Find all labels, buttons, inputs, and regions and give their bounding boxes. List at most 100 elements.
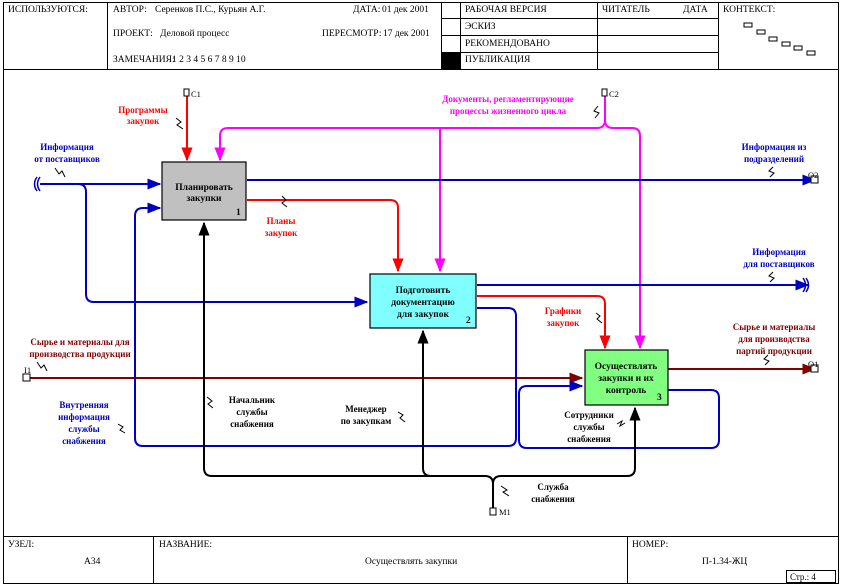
label-info-for-suppliers-1: Информация — [752, 247, 806, 257]
node-value: А34 — [84, 557, 101, 567]
label-head-of-service-3: снабжения — [230, 419, 274, 429]
arrow-regulating-docs-b3 — [604, 119, 646, 350]
diagram-title: Осуществлять закупки — [365, 557, 458, 567]
block-2[interactable]: Подготовить документацию для закупок 2 — [369, 273, 477, 329]
header-divider — [441, 18, 718, 19]
block-1-title-line1: Планировать — [175, 183, 233, 193]
project-value: Деловой процесс — [160, 29, 230, 39]
block-3-title-line2: закупки и их — [598, 374, 654, 384]
notes-value: 1 2 3 4 5 6 7 8 9 10 — [172, 55, 246, 65]
revision-value: 17 дек 2001 — [383, 29, 430, 39]
tunnel-i1 — [22, 373, 31, 382]
arrow-supplier-info-to-b2 — [77, 183, 369, 308]
tunnel-o1 — [810, 364, 819, 373]
publication-marker — [442, 53, 460, 70]
label-head-of-service-2: службы — [236, 407, 267, 417]
revision-label: ПЕРЕСМОТР: — [322, 29, 382, 39]
block-1-number: 1 — [236, 208, 241, 218]
status-draft: ЭСКИЗ — [465, 22, 496, 32]
tunnel-c1 — [183, 88, 190, 97]
label-supply-service-2: снабжения — [531, 494, 575, 504]
arrow-purchase-schedules — [477, 295, 611, 350]
number-label: НОМЕР: — [632, 540, 669, 550]
header-divider — [597, 2, 598, 70]
number-value: П-1.34-ЖЦ — [702, 557, 748, 567]
block-3-title-line1: Осуществлять — [595, 362, 658, 372]
author-label: АВТОР: — [113, 5, 147, 15]
label-supplier-info-2: от поставщиков — [34, 154, 100, 164]
label-supply-service-1: Служба — [537, 482, 569, 492]
header-divider — [107, 2, 108, 70]
title-label: НАЗВАНИЕ: — [159, 540, 213, 550]
header-divider — [460, 2, 461, 70]
label-raw-materials-out-1: Сырье и материалы — [733, 322, 816, 332]
header-divider — [718, 2, 719, 70]
reader-date-label: ДАТА — [683, 5, 708, 15]
block-3-title-line3: контроль — [606, 386, 647, 396]
header-divider — [441, 52, 718, 53]
node-label: УЗЕЛ: — [8, 540, 35, 550]
label-purchase-manager-2: по закупкам — [341, 416, 391, 426]
block-3[interactable]: Осуществлять закупки и их контроль 3 — [584, 349, 669, 406]
date-label: ДАТА: — [353, 5, 381, 15]
tunnel-label-c1: C1 — [191, 89, 201, 99]
label-purchase-plans-1: Планы — [267, 216, 296, 226]
tunnel-label-o1: O1 — [808, 359, 818, 369]
label-head-of-service-1: Начальник — [229, 395, 276, 405]
label-purchase-programs-1: Программы — [118, 105, 167, 115]
tunnel-c2 — [601, 88, 608, 97]
label-internal-info-1: Внутренняя — [59, 400, 108, 410]
label-info-for-suppliers-2: для поставщиков — [743, 259, 814, 269]
header-area — [3, 2, 839, 70]
tunnel-label-c2: C2 — [609, 89, 619, 99]
label-purchase-schedules-1: Графики — [545, 306, 581, 316]
block-2-title-line2: документацию — [391, 298, 454, 308]
status-working: РАБОЧАЯ ВЕРСИЯ — [465, 5, 547, 15]
notes-label: ЗАМЕЧАНИЯ: — [113, 55, 175, 65]
date-value: 01 дек 2001 — [382, 5, 429, 15]
tunnel-label-i1: I1 — [24, 365, 31, 375]
arrow-internal-info-b3 — [518, 380, 720, 449]
context-thumbnail — [743, 22, 816, 56]
status-publication: ПУБЛИКАЦИЯ — [465, 55, 531, 65]
reader-label: ЧИТАТЕЛЬ — [602, 5, 650, 15]
label-supplier-info-1: Информация — [40, 142, 94, 152]
used-at-label: ИСПОЛЬЗУЮТСЯ: — [8, 5, 88, 15]
label-staff-2: службы — [573, 422, 604, 432]
diagram-frame — [3, 2, 839, 584]
label-staff-1: Сотрудники — [564, 410, 614, 420]
author-value: Серенков П.С., Курьян А.Г. — [155, 5, 266, 15]
label-raw-materials-in-1: Сырье и материалы для — [30, 337, 129, 347]
block-3-number: 3 — [657, 393, 662, 403]
tunnel-m1 — [489, 507, 497, 516]
tunnel-label-o2: O2 — [808, 170, 818, 180]
arrow-internal-info-b2 — [134, 202, 517, 447]
footer-divider — [153, 536, 154, 584]
footer-divider — [3, 536, 839, 537]
header-divider — [441, 2, 442, 70]
context-label: КОНТЕКСТ: — [723, 5, 776, 15]
tunnel-o2 — [810, 175, 819, 184]
label-staff-3: снабжения — [567, 434, 611, 444]
arrow-purchase-manager — [417, 329, 432, 477]
label-internal-info-4: снабжения — [62, 436, 106, 446]
arrow-purchase-plans — [247, 199, 404, 273]
label-regulating-docs-1: Документы, регламентирующие — [442, 94, 574, 104]
label-raw-materials-out-2: для производства — [738, 334, 810, 344]
label-info-from-departments-2: подразделений — [744, 154, 804, 164]
label-purchase-schedules-2: закупок — [547, 318, 580, 328]
page-number: Стр.: 4 — [786, 570, 836, 583]
block-1[interactable]: Планировать закупки 1 — [161, 161, 247, 221]
block-2-title-line1: Подготовить — [396, 286, 451, 296]
label-purchase-plans-2: закупок — [265, 228, 298, 238]
footer-divider — [627, 536, 628, 584]
block-2-number: 2 — [466, 316, 471, 326]
label-internal-info-3: службы — [68, 424, 99, 434]
label-raw-materials-in-2: производства продукции — [29, 349, 130, 359]
label-regulating-docs-2: процессы жизненного цикла — [450, 106, 567, 116]
tunnel-parens — [33, 176, 810, 293]
label-purchase-manager-1: Менеджер — [345, 404, 386, 414]
arrow-supply-service — [198, 221, 494, 508]
label-internal-info-2: информация — [58, 412, 110, 422]
